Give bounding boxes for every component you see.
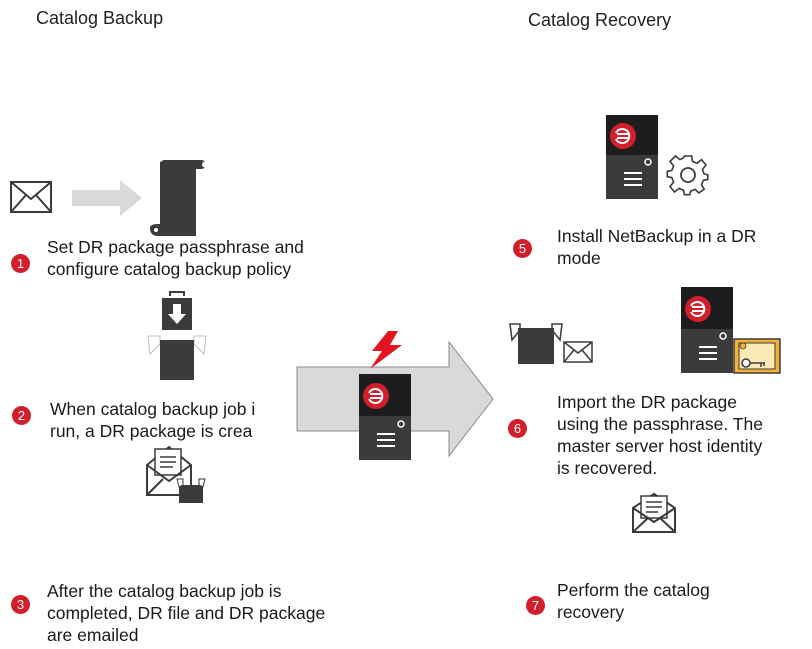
step-3-badge: 3 [11, 595, 30, 614]
identity-server-icon [681, 287, 733, 373]
catalog-backup-heading: Catalog Backup [36, 8, 164, 28]
step-5-text: Install NetBackup in a DR mode [557, 225, 756, 269]
step-2-badge: 2 [12, 406, 31, 425]
step-5-badge: 5 [513, 239, 532, 258]
step-6-line-3: master server host identity [557, 436, 763, 456]
step-7-text: Perform the catalog recovery [557, 579, 710, 623]
step-7-badge: 7 [526, 596, 545, 615]
step-5-line-2: mode [557, 248, 601, 268]
step-1-text: Set DR package passphrase and configure … [47, 236, 304, 280]
step-2-line-1: When catalog backup job i [50, 399, 256, 419]
email-with-box-icon [146, 445, 206, 503]
step-6-line-4: is recovered. [557, 458, 658, 478]
step-3-line-1: After the catalog backup job is [47, 581, 282, 601]
step-1-line-1: Set DR package passphrase and [47, 237, 304, 257]
step-7-line-2: recovery [557, 602, 625, 622]
step-6-badge: 6 [508, 419, 527, 438]
step-1-line-2: configure catalog backup policy [47, 259, 292, 279]
step-1-badge: 1 [11, 254, 30, 273]
step-6-line-2: using the passphrase. The [557, 414, 763, 434]
step-3-line-2: completed, DR file and DR package [47, 603, 326, 623]
step-3-text: After the catalog backup job is complete… [47, 580, 325, 646]
box-envelope-icon [509, 323, 593, 364]
scroll-document-icon [150, 160, 208, 236]
open-email-icon [632, 492, 676, 533]
lightning-icon [370, 331, 402, 369]
step-3-line-3: are emailed [47, 625, 139, 645]
envelope-icon [10, 181, 52, 213]
step-6-line-1: Import the DR package [557, 392, 737, 412]
step-2-text: When catalog backup job i run, a DR pack… [50, 398, 298, 442]
server-icon [359, 374, 411, 460]
step-2-line-2: run, a DR package is crea [50, 421, 253, 441]
step-6-text: Import the DR package using the passphra… [557, 391, 763, 479]
download-box-icon [147, 291, 207, 380]
step-5-line-1: Install NetBackup in a DR [557, 226, 757, 246]
certificate-icon [733, 338, 781, 374]
catalog-recovery-heading: Catalog Recovery [528, 10, 672, 30]
recovery-server-icon [606, 115, 658, 199]
step-7-line-1: Perform the catalog [557, 580, 710, 600]
flow-arrow-icon [72, 180, 142, 216]
gear-icon [666, 154, 709, 196]
